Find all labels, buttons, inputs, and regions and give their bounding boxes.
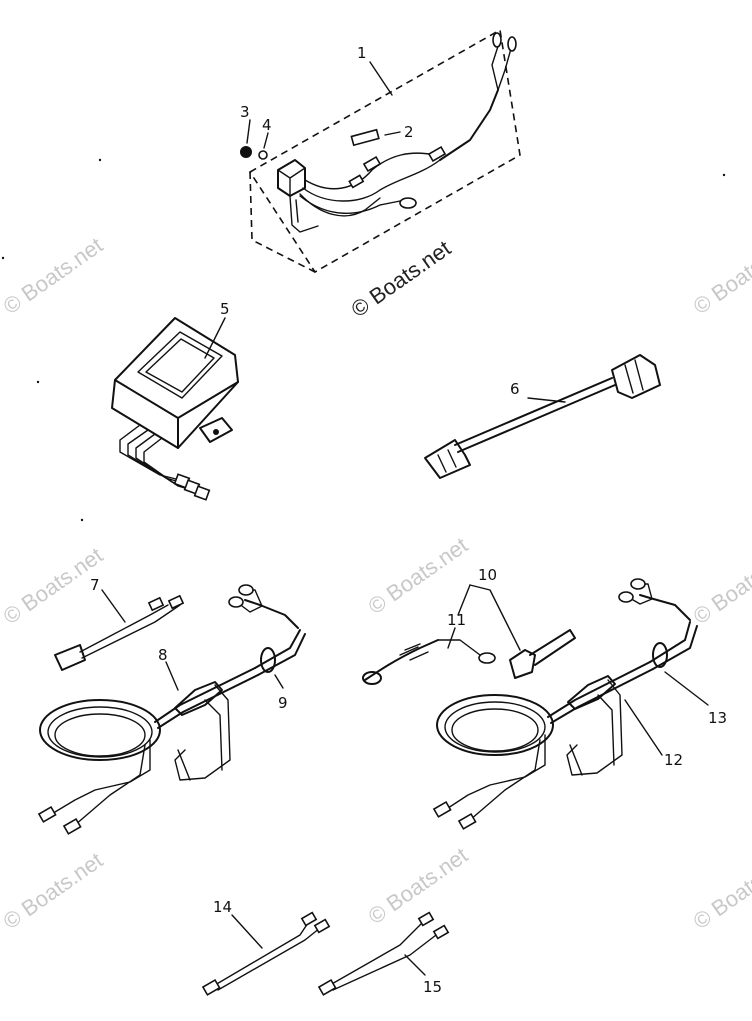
callout-15: 15	[423, 978, 442, 996]
part-7-lead-wire	[54, 589, 185, 671]
watermark-2: © Boats.net	[689, 232, 752, 319]
callout-13: 13	[708, 709, 727, 727]
part-14-lead	[201, 911, 331, 996]
watermark-1: © Boats.net	[0, 232, 107, 319]
callout-5: 5	[220, 300, 230, 318]
watermark-center: © Boats.net	[347, 235, 456, 322]
part-5-control-unit	[111, 317, 239, 501]
callout-1: 1	[357, 44, 367, 62]
callout-9: 9	[278, 694, 288, 712]
callout-11: 11	[447, 611, 466, 629]
callout-6: 6	[510, 380, 520, 398]
callout-2: 2	[404, 123, 414, 141]
watermark-8: © Boats.net	[689, 847, 752, 934]
callout-8: 8	[158, 646, 168, 664]
callout-10: 10	[478, 566, 497, 584]
callout-12: 12	[664, 751, 683, 769]
specks	[1, 158, 726, 522]
part-1-harness-kit	[240, 28, 521, 274]
part-15-lead	[317, 911, 450, 996]
watermark-7: © Boats.net	[364, 842, 473, 929]
part-8-9-left-harness	[37, 584, 306, 835]
watermark-6: © Boats.net	[0, 847, 107, 934]
part-10-11-switches	[362, 584, 576, 685]
part-6-extension-cable	[424, 354, 661, 479]
watermark-5: © Boats.net	[689, 542, 752, 629]
callout-14: 14	[213, 898, 232, 916]
callouts: 1 2 3 4 5 6 7 8 9 10 11 12 13 14 15	[90, 44, 727, 996]
callout-3: 3	[240, 103, 250, 121]
watermark-4: © Boats.net	[364, 532, 473, 619]
part-12-13-right-harness	[432, 578, 709, 830]
callout-4: 4	[262, 116, 272, 134]
callout-7: 7	[90, 576, 100, 594]
